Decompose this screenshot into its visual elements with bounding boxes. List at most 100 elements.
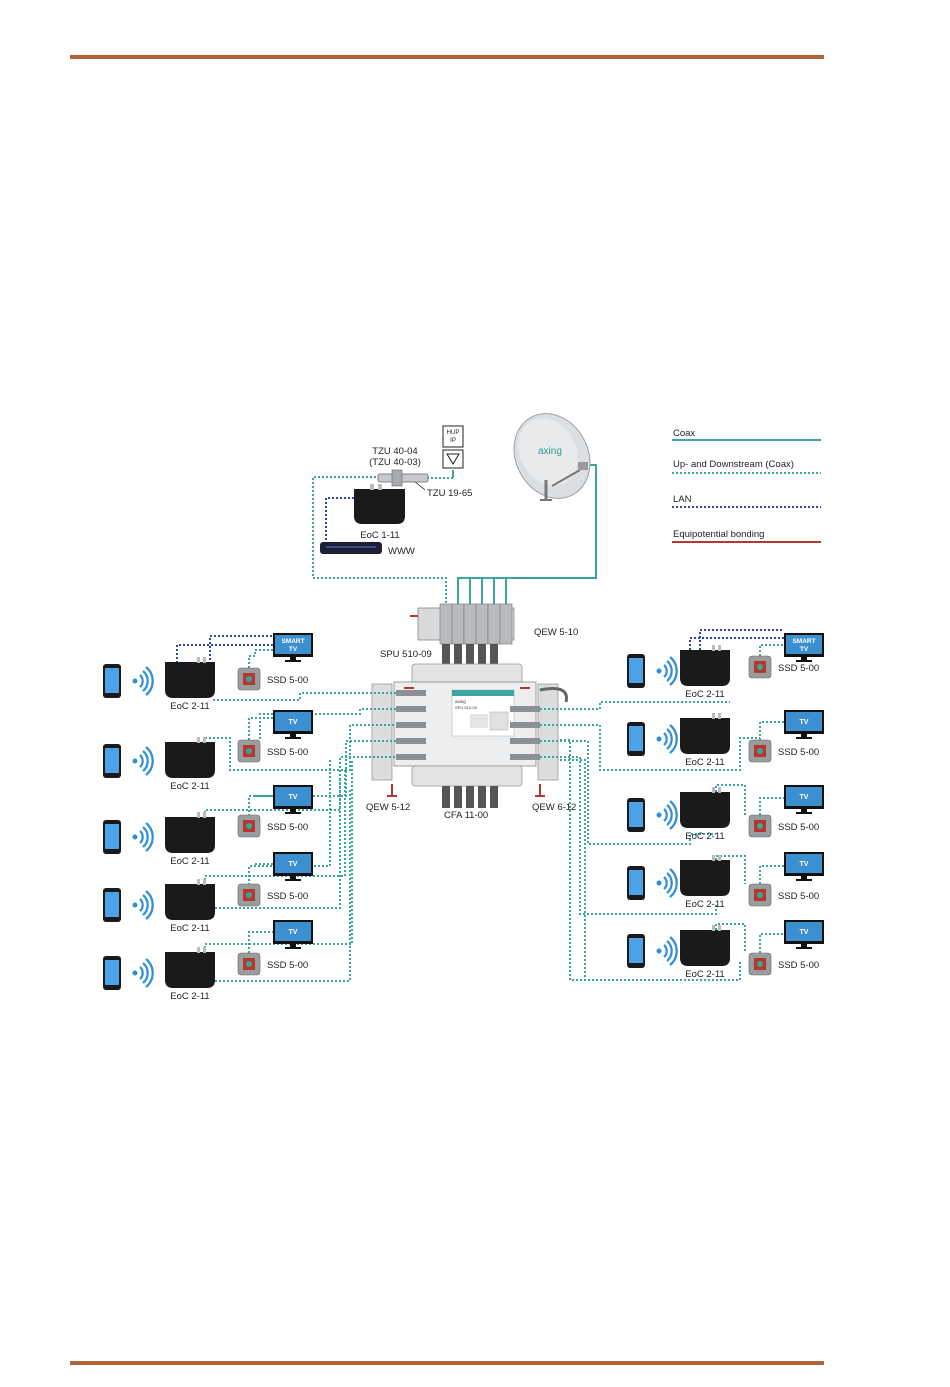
right-cable-14 — [759, 933, 784, 953]
smartphone-icon — [627, 798, 645, 832]
tv-label: TV — [289, 929, 298, 936]
spu-label: SPU 510-09 — [380, 649, 432, 660]
left-cable-14 — [215, 780, 341, 909]
ssd-outlet-icon — [237, 667, 261, 691]
left-cable-17 — [215, 790, 351, 982]
eoc-master-device — [354, 484, 405, 524]
right-cable-12 — [715, 855, 746, 884]
right-cable-4 — [699, 629, 784, 650]
eoc-device — [680, 787, 730, 828]
cfa-label: CFA 11-00 — [444, 810, 488, 821]
ssd-label: SSD 5-00 — [267, 747, 308, 758]
eoc-label: EoC 2-11 — [685, 757, 724, 768]
right-unit-5: EoC 2-11 SSD 5-00 TV — [627, 920, 824, 980]
ssd-outlet-icon — [748, 814, 772, 838]
right-cable-15 — [715, 923, 746, 953]
ssd-label: SSD 5-00 — [778, 663, 819, 674]
eoc-master-label: EoC 1-11 — [360, 530, 399, 541]
tv-label: TV — [800, 929, 809, 936]
right-cable-3 — [689, 637, 784, 650]
tzu1965-label: TZU 19-65 — [427, 488, 472, 499]
right-cable-11 — [759, 865, 784, 884]
right-cable-16 — [560, 759, 586, 982]
hup-label: HUP — [447, 430, 460, 436]
ssd-outlet-icon — [237, 739, 261, 763]
left-cable-5 — [259, 708, 396, 740]
ssd-label: SSD 5-00 — [267, 675, 308, 686]
ssd-outlet-icon — [748, 655, 772, 679]
smartphone-icon — [627, 722, 645, 756]
tv-label-line-2: TV — [800, 646, 809, 653]
tzu-label-2: (TZU 40-03) — [369, 457, 421, 468]
smartphone-icon — [103, 820, 121, 854]
right-cable-7 — [540, 740, 716, 845]
router-device — [320, 542, 382, 554]
eoc-label: EoC 2-11 — [170, 856, 209, 867]
tv-label-line-2: TV — [289, 646, 298, 653]
left-cable-1 — [212, 692, 396, 701]
smartphone-icon — [103, 888, 121, 922]
right-cable-8 — [759, 797, 784, 815]
eoc-device — [680, 855, 730, 896]
tv-label: TV — [289, 861, 298, 868]
eoc-device — [680, 925, 730, 966]
www-label: WWW — [388, 546, 415, 557]
eoc-label: EoC 2-11 — [170, 991, 209, 1002]
ssd-label: SSD 5-00 — [267, 822, 308, 833]
wifi-icon — [656, 868, 678, 898]
ssd-label: SSD 5-00 — [778, 747, 819, 758]
tzu-coupler — [377, 469, 429, 487]
smartphone-icon — [103, 744, 121, 778]
ssd-outlet-icon — [748, 883, 772, 907]
left-unit-5: EoC 2-11 SSD 5-00 TV — [103, 920, 313, 1002]
smartphone-icon — [627, 934, 645, 968]
satellite-dish: axing — [513, 413, 591, 501]
legend: Coax Up- and Downstream (Coax) LAN Equip… — [672, 428, 821, 543]
eoc-device — [165, 657, 215, 698]
tv-label: SMART — [792, 638, 815, 645]
eoc-device — [165, 737, 215, 778]
amplifier-triangle-icon — [446, 453, 460, 465]
wifi-icon — [132, 746, 154, 776]
smartphone-icon — [103, 664, 121, 698]
left-cable-3 — [176, 644, 273, 664]
left-cable-4 — [209, 635, 273, 660]
qew-top-label: QEW 5-10 — [534, 627, 578, 638]
head-end-cables — [312, 464, 597, 606]
ssd-outlet-icon — [237, 814, 261, 838]
tv-label: TV — [800, 794, 809, 801]
qew-top-distributor — [410, 603, 515, 645]
tv-icon: TV — [784, 920, 824, 949]
tv-icon: TV — [273, 852, 313, 881]
ssd-outlet-icon — [748, 739, 772, 763]
top-rule — [70, 55, 824, 59]
left-cable-15 — [248, 931, 273, 953]
qew-left-label: QEW 5-12 — [366, 802, 410, 813]
eoc-label: EoC 2-11 — [685, 969, 724, 980]
ssd-label: SSD 5-00 — [778, 960, 819, 971]
wifi-icon — [132, 958, 154, 988]
eoc-device — [165, 947, 215, 988]
ssd-outlet-icon — [237, 883, 261, 907]
ssd-label: SSD 5-00 — [267, 960, 308, 971]
right-cable-13 — [560, 739, 741, 981]
wifi-icon — [132, 822, 154, 852]
smartphone-icon — [103, 956, 121, 990]
tv-label: TV — [289, 719, 298, 726]
ssd-outlet-icon — [237, 952, 261, 976]
smartphone-icon — [627, 866, 645, 900]
device-brand-label: axing — [455, 699, 466, 704]
wifi-icon — [132, 890, 154, 920]
eoc-device — [680, 713, 730, 754]
eoc-label: EoC 2-11 — [685, 899, 724, 910]
tv-icon: TV — [273, 920, 313, 949]
